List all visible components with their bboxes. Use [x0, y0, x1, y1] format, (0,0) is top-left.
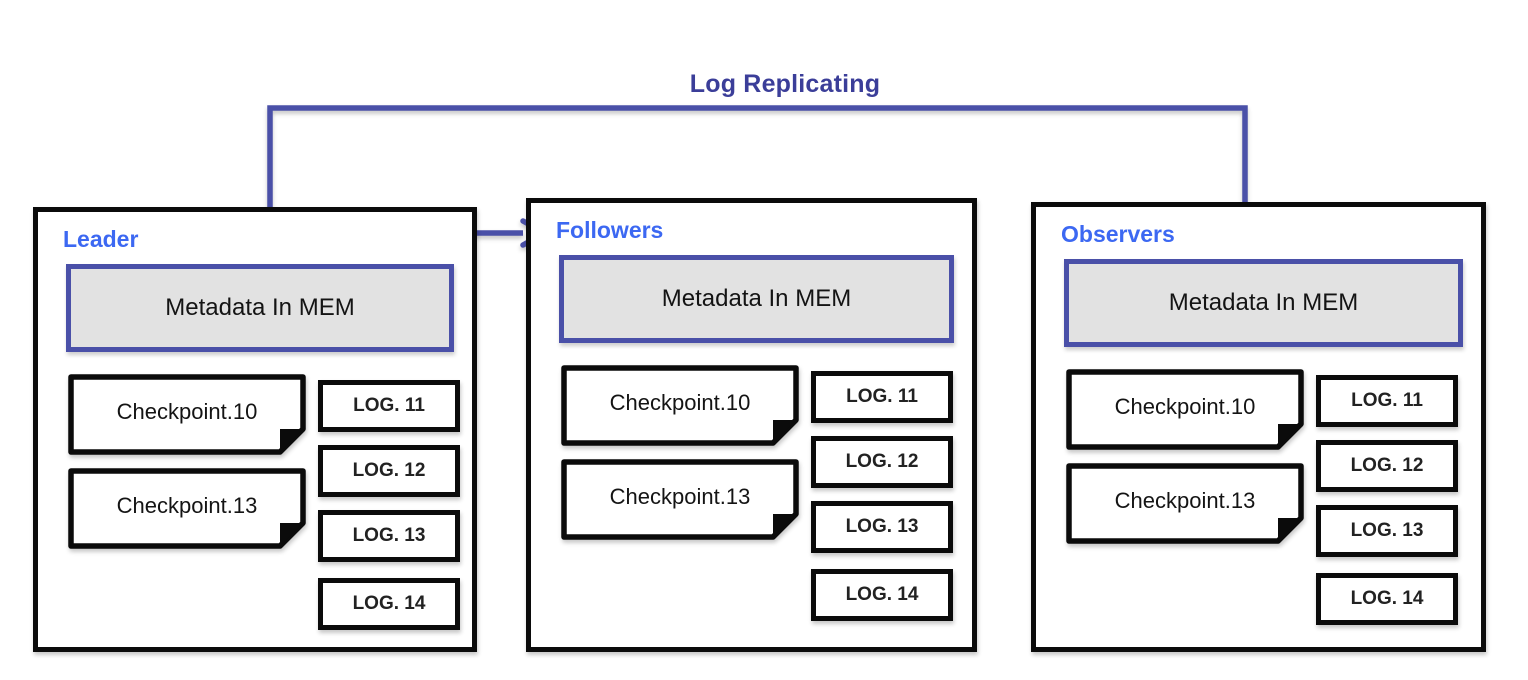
log-box: LOG. 12 [318, 445, 460, 497]
checkpoint-box: Checkpoint.10 [1066, 369, 1304, 451]
note-fold-shape [561, 459, 799, 540]
log-box: LOG. 13 [318, 510, 460, 562]
node-observers-label: Observers [1061, 221, 1175, 247]
node-leader-label: Leader [63, 226, 139, 252]
log-box: LOG. 12 [811, 436, 953, 488]
log-box: LOG. 11 [811, 371, 953, 423]
node-followers-label: Followers [556, 217, 664, 243]
checkpoint-box: Checkpoint.13 [1066, 463, 1304, 545]
metadata-in-mem-box: Metadata In MEM [1064, 259, 1463, 347]
log-box: LOG. 14 [318, 578, 460, 630]
checkpoint-label: Checkpoint.13 [609, 484, 751, 509]
note-fold-shape [1066, 463, 1304, 544]
log-box: LOG. 12 [1316, 440, 1458, 492]
node-leader: Leader Metadata In MEM Checkpoint.10 Che… [33, 207, 477, 652]
checkpoint-label: Checkpoint.10 [609, 390, 751, 415]
note-fold-shape [561, 365, 799, 446]
metadata-in-mem-box: Metadata In MEM [66, 264, 454, 352]
checkpoint-label: Checkpoint.10 [116, 399, 258, 424]
log-box: LOG. 11 [318, 380, 460, 432]
node-observers: Observers Metadata In MEM Checkpoint.10 … [1031, 202, 1486, 652]
checkpoint-label: Checkpoint.13 [1114, 488, 1256, 513]
checkpoint-box: Checkpoint.10 [561, 365, 799, 447]
checkpoint-box: Checkpoint.13 [561, 459, 799, 541]
node-followers: Followers Metadata In MEM Checkpoint.10 … [526, 198, 977, 652]
note-fold-shape [68, 468, 306, 549]
log-box: LOG. 13 [1316, 505, 1458, 557]
note-fold-shape [68, 374, 306, 455]
log-box: LOG. 14 [1316, 573, 1458, 625]
checkpoint-label: Checkpoint.10 [1114, 394, 1256, 419]
log-box: LOG. 11 [1316, 375, 1458, 427]
log-box: LOG. 14 [811, 569, 953, 621]
checkpoint-box: Checkpoint.13 [68, 468, 306, 550]
metadata-in-mem-box: Metadata In MEM [559, 255, 954, 343]
log-box: LOG. 13 [811, 501, 953, 553]
note-fold-shape [1066, 369, 1304, 450]
checkpoint-box: Checkpoint.10 [68, 374, 306, 456]
checkpoint-label: Checkpoint.13 [116, 493, 258, 518]
arrow-label: Log Replicating [689, 70, 881, 98]
